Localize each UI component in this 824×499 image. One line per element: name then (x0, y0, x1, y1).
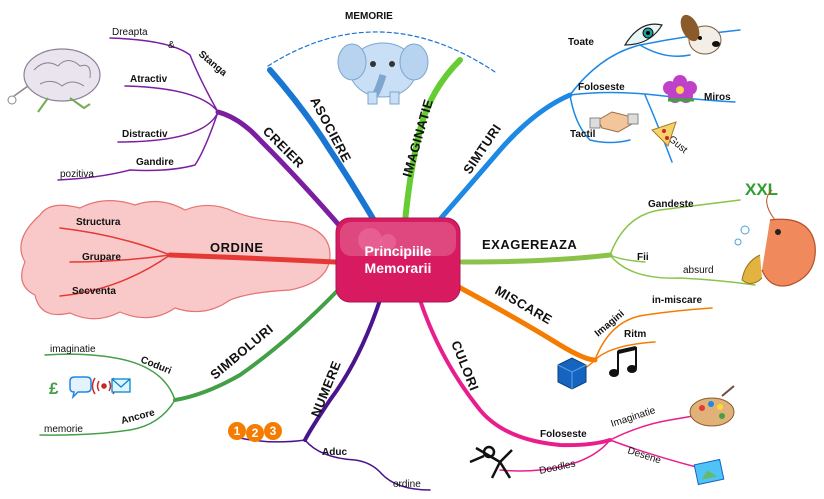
creier-amp: & (168, 40, 175, 51)
miscare-sub-imagini (594, 307, 713, 361)
branch-exagereaza-label: EXAGEREAZA (482, 237, 577, 252)
imaginatie-branch-line (402, 57, 463, 225)
creier-dreapta: Dreapta (112, 27, 148, 38)
branch-culori-label: CULORI (448, 339, 482, 394)
ordine-structura: Structura (76, 217, 121, 228)
creier-sub-gandire (57, 111, 219, 181)
exagereaza-xxl: XXL (745, 180, 778, 199)
simturi-sub-eye (639, 44, 691, 57)
exagereaza-absurd: absurd (683, 265, 714, 276)
digit-1: 1 (234, 424, 241, 438)
simboluri-memorie: memorie (44, 424, 83, 435)
numere-branch-line (303, 298, 382, 442)
exagereaza-sub-absurd (609, 254, 756, 286)
exagereaza-gandeste: Gandeste (648, 199, 694, 210)
asociere-memorie: MEMORIE (345, 11, 393, 22)
culori-desene: Desene (626, 445, 663, 466)
center-title-line1: Principiile (365, 243, 432, 259)
framed-picture-icon (693, 458, 725, 486)
simboluri-imaginatie: imaginatie (50, 344, 96, 355)
speech-bubble-icon (69, 376, 92, 400)
creier-gandire: Gandire (136, 157, 174, 168)
simturi-tactil: Tactil (570, 129, 596, 140)
exagereaza-sub-fii (609, 254, 646, 263)
culori-sub-doodles (499, 439, 611, 472)
ordine-sub-secventa (59, 254, 171, 297)
numere-ordine: ordine (393, 479, 421, 490)
branch-ordine-label: ORDINE (210, 240, 264, 255)
ordine-branch-line (167, 252, 338, 265)
music-note-icon (609, 346, 637, 377)
creier-atractiv: Atractiv (130, 74, 168, 85)
simboluri-branch-line (173, 286, 342, 402)
center-title-line2: Memorarii (365, 260, 432, 276)
dog-icon (680, 14, 722, 55)
culori-foloseste: Foloseste (540, 429, 587, 440)
numere-sub-aduc (304, 439, 431, 491)
creier-sub-atractiv (124, 85, 219, 113)
ordine-grupare: Grupare (82, 252, 121, 263)
asociere-branch-line (267, 67, 378, 225)
culori-doodles: Doodles (538, 459, 576, 477)
simturi-miros: Miros (704, 92, 731, 103)
pizza-icon (651, 121, 677, 147)
eye-icon (623, 23, 663, 46)
exagereaza-branch-line (459, 252, 613, 265)
miscare-sub-ritm (594, 341, 656, 361)
brain-runner-image (7, 48, 101, 113)
memorie-arc (267, 31, 496, 73)
miscare-ritm: Ritm (624, 329, 646, 340)
stick-figure-icon (469, 445, 513, 479)
ordine-sub-structura (59, 227, 171, 256)
digit-2: 2 (252, 426, 259, 440)
miscare-in-miscare: in-miscare (652, 295, 702, 306)
cube-icon (557, 357, 587, 390)
culori-imaginatie: Imaginatie (610, 405, 658, 430)
flower-icon (663, 75, 697, 103)
pound-icon: £ (49, 379, 59, 398)
creier-branch-line (215, 109, 348, 235)
culori-sub-desene (609, 439, 701, 469)
numere-aduc: Aduc (322, 447, 347, 458)
miscare-branch-line (452, 282, 598, 363)
creier-sub-dreapta (109, 37, 219, 113)
palette-icon (689, 385, 735, 427)
simturi-foloseste: Foloseste (578, 82, 625, 93)
simboluri-sub-coduri (44, 353, 176, 401)
ordine-sub-grupare (69, 254, 171, 263)
exagereaza-fii: Fii (637, 252, 649, 263)
shrimp-saxophone-image (734, 189, 816, 287)
creier-pozitiva: pozitiva (60, 169, 94, 180)
exagereaza-sub-gandeste (609, 199, 741, 256)
creier-stanga: Stanga (196, 49, 229, 79)
ordine-secventa: Secventa (72, 286, 116, 297)
envelope-icon (111, 378, 131, 393)
elephant-image (337, 42, 429, 105)
center-node: Principiile Memorarii (335, 217, 461, 303)
branch-imaginatie-label: IMAGINATIE (399, 97, 436, 179)
culori-branch-line (418, 298, 612, 448)
handshake-icon (589, 111, 639, 133)
broadcast-icon (91, 377, 117, 395)
simturi-toate: Toate (568, 37, 594, 48)
simturi-sub-tactil (569, 94, 631, 144)
simturi-sub-foloseste (569, 91, 736, 103)
digit-3: 3 (270, 424, 277, 438)
simturi-branch-line (432, 92, 573, 228)
digits-123-icon: 1 2 3 (228, 422, 282, 442)
creier-sub-distractiv (117, 111, 219, 143)
symbol-icons: £ (46, 376, 131, 400)
simboluri-sub-ancore (39, 399, 176, 436)
creier-distractiv: Distractiv (122, 129, 168, 140)
